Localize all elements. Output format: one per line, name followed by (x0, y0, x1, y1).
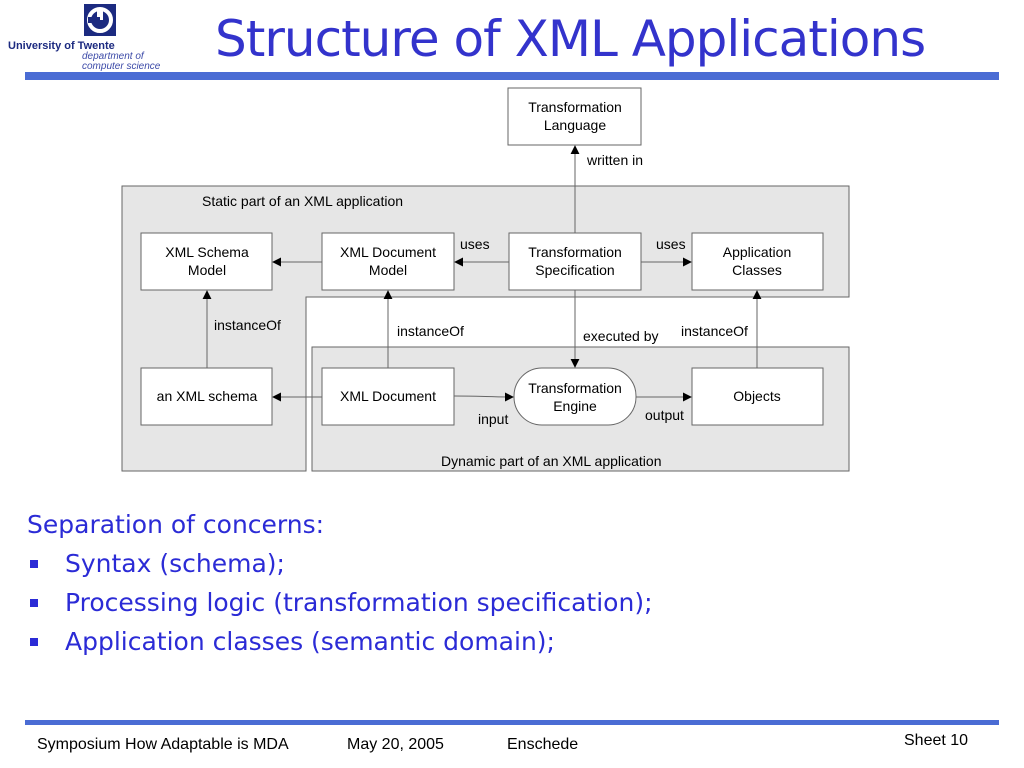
box-label-line-2: Engine (553, 398, 597, 414)
box-label-line-1: XML Schema (165, 244, 249, 260)
box-application-classes: Application Classes (691, 232, 824, 291)
university-logo: University of Twente department of compu… (8, 4, 178, 74)
box-label: XML Document (340, 388, 436, 404)
static-region-label: Static part of an XML application (202, 193, 403, 209)
label-uses-right: uses (656, 236, 686, 252)
box-xml-document-model: XML Document Model (321, 232, 455, 291)
box-label-line-2: Classes (732, 262, 782, 278)
xml-architecture-diagram: Static part of an XML application Dynami… (121, 87, 850, 472)
footer-date: May 20, 2005 (347, 736, 444, 753)
square-bullet-icon (30, 638, 38, 646)
bullet-item: Processing logic (transformation specifi… (27, 588, 653, 617)
box-transformation-engine: Transformation Engine (513, 367, 637, 426)
box-label-line-1: Transformation (528, 380, 622, 396)
label-instance-of-schema: instanceOf (214, 317, 281, 333)
university-emblem-icon (84, 4, 116, 36)
box-label-line-2: Model (369, 262, 407, 278)
label-instance-of-objects: instanceOf (681, 323, 748, 339)
box-transformation-language: Transformation Language (507, 87, 642, 146)
square-bullet-icon (30, 599, 38, 607)
label-written-in: written in (586, 152, 643, 168)
static-region (121, 185, 850, 472)
separation-of-concerns: Separation of concerns: Syntax (schema);… (27, 510, 653, 666)
footer-location: Enschede (507, 736, 579, 753)
department-name: department of computer science (82, 52, 160, 72)
footer-sheet-number: Sheet 10 (904, 732, 969, 749)
box-label-line-1: Transformation (528, 99, 622, 115)
square-bullet-icon (30, 560, 38, 568)
box-label: an XML schema (157, 388, 258, 404)
bullet-text: Processing logic (transformation specifi… (65, 588, 653, 617)
department-line-1: department of (82, 51, 144, 62)
box-label-line-2: Specification (535, 262, 614, 278)
box-an-xml-schema: an XML schema (140, 367, 273, 426)
footer-event: Symposium How Adaptable is MDA (37, 736, 289, 753)
footer-divider (25, 720, 999, 725)
label-instance-of-document: instanceOf (397, 323, 464, 339)
dynamic-region-label: Dynamic part of an XML application (441, 453, 661, 469)
title-divider (25, 72, 999, 80)
bullets-heading: Separation of concerns: (27, 510, 325, 539)
label-output: output (645, 407, 684, 423)
bullet-text: Syntax (schema); (65, 549, 285, 578)
bullet-item: Syntax (schema); (27, 549, 653, 578)
slide-title: Structure of XML Applications (215, 10, 926, 68)
box-label: Objects (733, 388, 780, 404)
box-label-line-1: XML Document (340, 244, 436, 260)
box-xml-schema-model: XML Schema Model (140, 232, 273, 291)
department-line-2: computer science (82, 61, 161, 72)
label-uses-left: uses (460, 236, 490, 252)
university-name: University of Twente (8, 40, 115, 52)
box-label-line-2: Language (544, 117, 607, 133)
label-input: input (478, 411, 508, 427)
box-objects: Objects (691, 367, 824, 426)
box-xml-document: XML Document (321, 367, 455, 426)
box-transformation-specification: Transformation Specification (508, 232, 642, 291)
box-label-line-1: Application (723, 244, 792, 260)
bullet-text: Application classes (semantic domain); (65, 627, 555, 656)
arrow-input (453, 392, 514, 402)
label-executed-by: executed by (583, 328, 659, 344)
bullet-item: Application classes (semantic domain); (27, 627, 653, 656)
box-label-line-1: Transformation (528, 244, 622, 260)
box-label-line-2: Model (188, 262, 226, 278)
